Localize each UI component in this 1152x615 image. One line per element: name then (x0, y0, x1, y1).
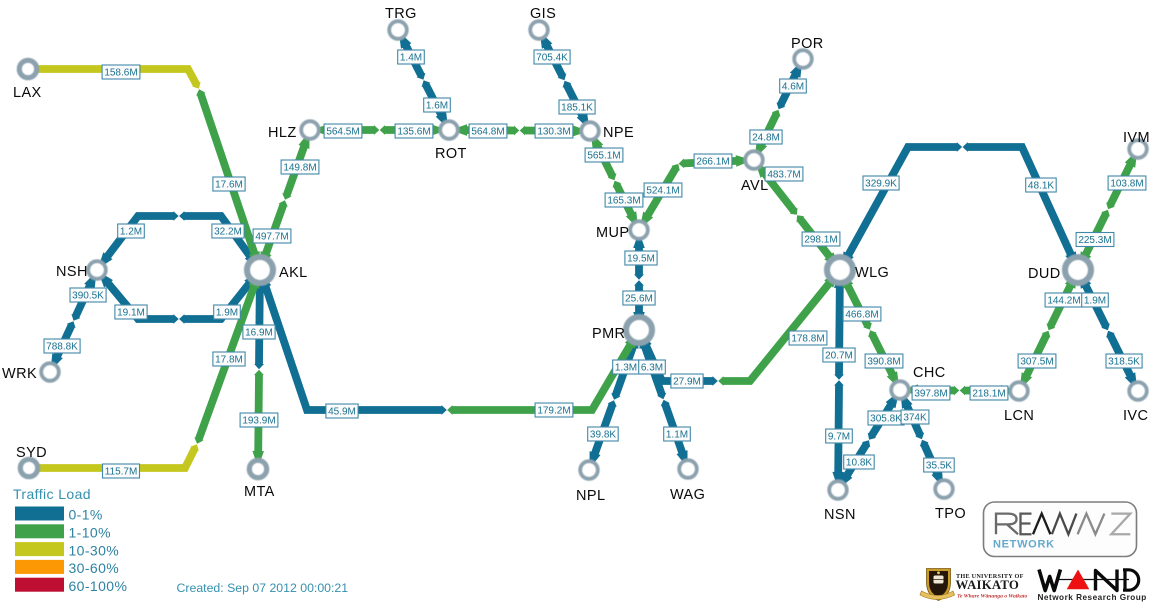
svg-text:397.8M: 397.8M (914, 389, 947, 400)
svg-text:32.2M: 32.2M (214, 227, 242, 238)
svg-text:103.8M: 103.8M (1110, 179, 1143, 190)
svg-text:20.7M: 20.7M (825, 351, 853, 362)
svg-text:GIS: GIS (530, 6, 556, 22)
svg-text:144.2M: 144.2M (1047, 296, 1080, 307)
svg-text:1.3M: 1.3M (615, 363, 637, 374)
svg-text:SYD: SYD (16, 445, 47, 461)
svg-text:374K: 374K (903, 413, 927, 424)
svg-text:390.5K: 390.5K (72, 291, 104, 302)
svg-text:564.5M: 564.5M (326, 127, 359, 138)
svg-text:LCN: LCN (1004, 408, 1034, 424)
svg-text:25.6M: 25.6M (625, 294, 653, 305)
svg-text:178.8M: 178.8M (791, 334, 824, 345)
svg-text:193.9M: 193.9M (242, 416, 275, 427)
svg-text:524.1M: 524.1M (646, 186, 679, 197)
svg-text:THE UNIVERSITY OF: THE UNIVERSITY OF (956, 573, 1024, 580)
svg-text:565.1M: 565.1M (587, 151, 620, 162)
svg-text:17.6M: 17.6M (215, 180, 243, 191)
svg-text:6.3M: 6.3M (641, 363, 663, 374)
svg-text:48.1K: 48.1K (1028, 181, 1054, 192)
svg-text:POR: POR (791, 36, 824, 52)
svg-text:298.1M: 298.1M (804, 235, 837, 246)
svg-text:17.8M: 17.8M (215, 355, 243, 366)
svg-text:HLZ: HLZ (268, 125, 297, 141)
svg-text:305.8K: 305.8K (870, 414, 902, 425)
svg-text:10.8K: 10.8K (846, 458, 872, 469)
svg-text:WAIKATO: WAIKATO (956, 578, 1020, 592)
svg-text:Te Whare Wānanga o Waikato: Te Whare Wānanga o Waikato (957, 594, 1027, 600)
svg-text:27.9M: 27.9M (673, 377, 701, 388)
svg-text:466.8M: 466.8M (845, 310, 878, 321)
svg-text:329.9K: 329.9K (865, 179, 897, 190)
svg-text:Network Research Group: Network Research Group (1038, 593, 1147, 602)
svg-text:NSH: NSH (56, 264, 88, 280)
svg-text:1.1M: 1.1M (666, 430, 688, 441)
svg-text:390.8M: 390.8M (867, 357, 900, 368)
svg-text:1-10%: 1-10% (69, 525, 111, 541)
svg-text:1.9M: 1.9M (1084, 296, 1106, 307)
svg-text:218.1M: 218.1M (972, 389, 1005, 400)
svg-text:4.6M: 4.6M (782, 82, 804, 93)
svg-text:185.1K: 185.1K (561, 103, 593, 114)
svg-text:AVL: AVL (741, 178, 769, 194)
svg-text:NPE: NPE (603, 125, 634, 141)
svg-text:WRK: WRK (2, 366, 37, 382)
svg-text:1.2M: 1.2M (120, 227, 142, 238)
svg-text:705.4K: 705.4K (536, 53, 568, 64)
svg-text:WLG: WLG (855, 265, 889, 281)
svg-text:130.3M: 130.3M (537, 127, 570, 138)
svg-text:497.7M: 497.7M (255, 232, 288, 243)
svg-text:149.8M: 149.8M (283, 163, 316, 174)
svg-text:45.9M: 45.9M (328, 407, 356, 418)
svg-text:39.8K: 39.8K (590, 430, 616, 441)
svg-text:115.7M: 115.7M (105, 467, 138, 478)
svg-text:788.8K: 788.8K (46, 342, 78, 353)
svg-text:307.5M: 307.5M (1020, 357, 1053, 368)
svg-text:60-100%: 60-100% (69, 578, 128, 594)
svg-text:35.5K: 35.5K (926, 461, 952, 472)
svg-text:NSN: NSN (824, 507, 856, 523)
svg-text:30-60%: 30-60% (69, 560, 120, 576)
svg-text:ROT: ROT (435, 146, 467, 162)
svg-text:225.3M: 225.3M (1078, 235, 1111, 246)
svg-text:NPL: NPL (576, 488, 605, 504)
svg-text:1.6M: 1.6M (426, 101, 448, 112)
svg-text:19.5M: 19.5M (627, 254, 655, 265)
svg-text:MUP: MUP (596, 225, 629, 241)
svg-text:179.2M: 179.2M (537, 406, 570, 417)
svg-text:PMR: PMR (592, 326, 625, 342)
svg-text:NETWORK: NETWORK (993, 538, 1055, 550)
svg-text:MTA: MTA (244, 484, 275, 500)
svg-text:19.1M: 19.1M (117, 308, 145, 319)
svg-text:10-30%: 10-30% (69, 542, 120, 558)
svg-text:TPO: TPO (935, 506, 966, 522)
svg-text:TRG: TRG (385, 6, 417, 22)
svg-text:135.6M: 135.6M (397, 127, 430, 138)
svg-text:Traffic Load: Traffic Load (13, 486, 91, 502)
svg-text:16.9M: 16.9M (245, 328, 273, 339)
svg-text:318.5K: 318.5K (1108, 357, 1140, 368)
svg-text:AKL: AKL (279, 265, 308, 281)
svg-text:165.3M: 165.3M (607, 196, 640, 207)
svg-text:DUD: DUD (1028, 266, 1061, 282)
svg-text:WAG: WAG (670, 487, 705, 503)
svg-text:483.7M: 483.7M (767, 170, 800, 181)
svg-text:158.6M: 158.6M (104, 68, 137, 79)
svg-text:1.9M: 1.9M (216, 308, 238, 319)
svg-text:564.8M: 564.8M (471, 127, 504, 138)
svg-text:IVM: IVM (1123, 130, 1150, 146)
svg-text:0-1%: 0-1% (69, 507, 103, 523)
svg-text:24.8M: 24.8M (752, 133, 780, 144)
svg-text:LAX: LAX (13, 85, 42, 101)
svg-text:266.1M: 266.1M (696, 157, 729, 168)
svg-text:IVC: IVC (1123, 408, 1148, 424)
svg-text:9.7M: 9.7M (828, 432, 850, 443)
svg-text:Created: Sep 07 2012 00:00:21: Created: Sep 07 2012 00:00:21 (177, 581, 349, 595)
svg-text:CHC: CHC (913, 365, 946, 381)
svg-text:1.4M: 1.4M (400, 53, 422, 64)
